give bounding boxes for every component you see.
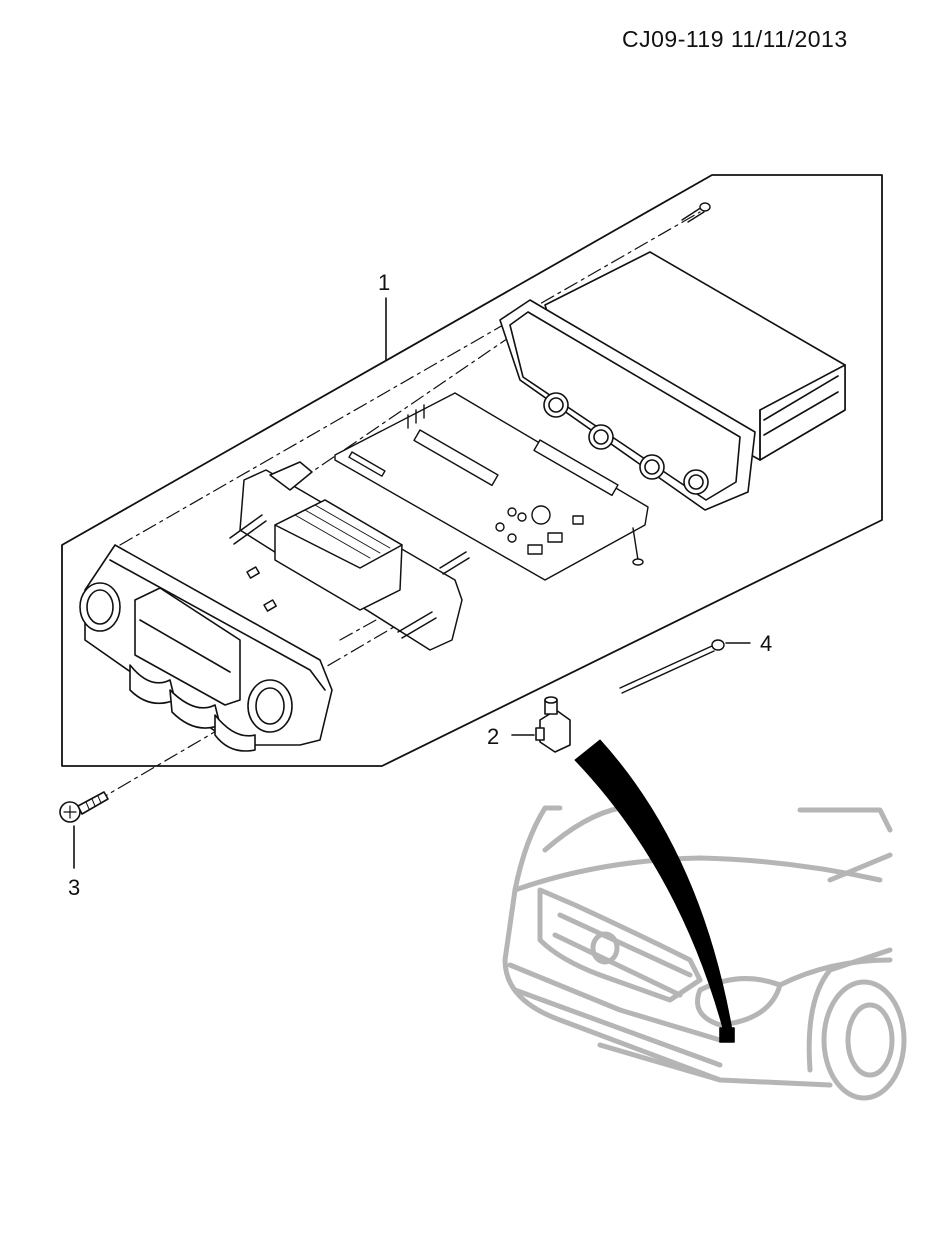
- rear-housing: [499, 251, 846, 511]
- screw-part-3: [59, 791, 109, 869]
- callout-1: 1: [378, 270, 391, 295]
- circuit-board: [334, 392, 649, 581]
- vehicle-outline: [502, 805, 907, 1101]
- rod-part-4: [619, 639, 751, 694]
- callout-4: 4: [760, 631, 773, 656]
- document-reference: CJ09-119 11/11/2013: [622, 26, 848, 52]
- callout-3: 3: [68, 875, 81, 900]
- assembly-frame: [61, 174, 883, 767]
- top-screw: [681, 202, 711, 223]
- callout-2: 2: [487, 724, 500, 749]
- front-control-panel: [79, 544, 333, 752]
- sensor-location-mark: [719, 1027, 735, 1043]
- sensor-part-2: [511, 696, 571, 753]
- middle-bracket: [229, 461, 470, 651]
